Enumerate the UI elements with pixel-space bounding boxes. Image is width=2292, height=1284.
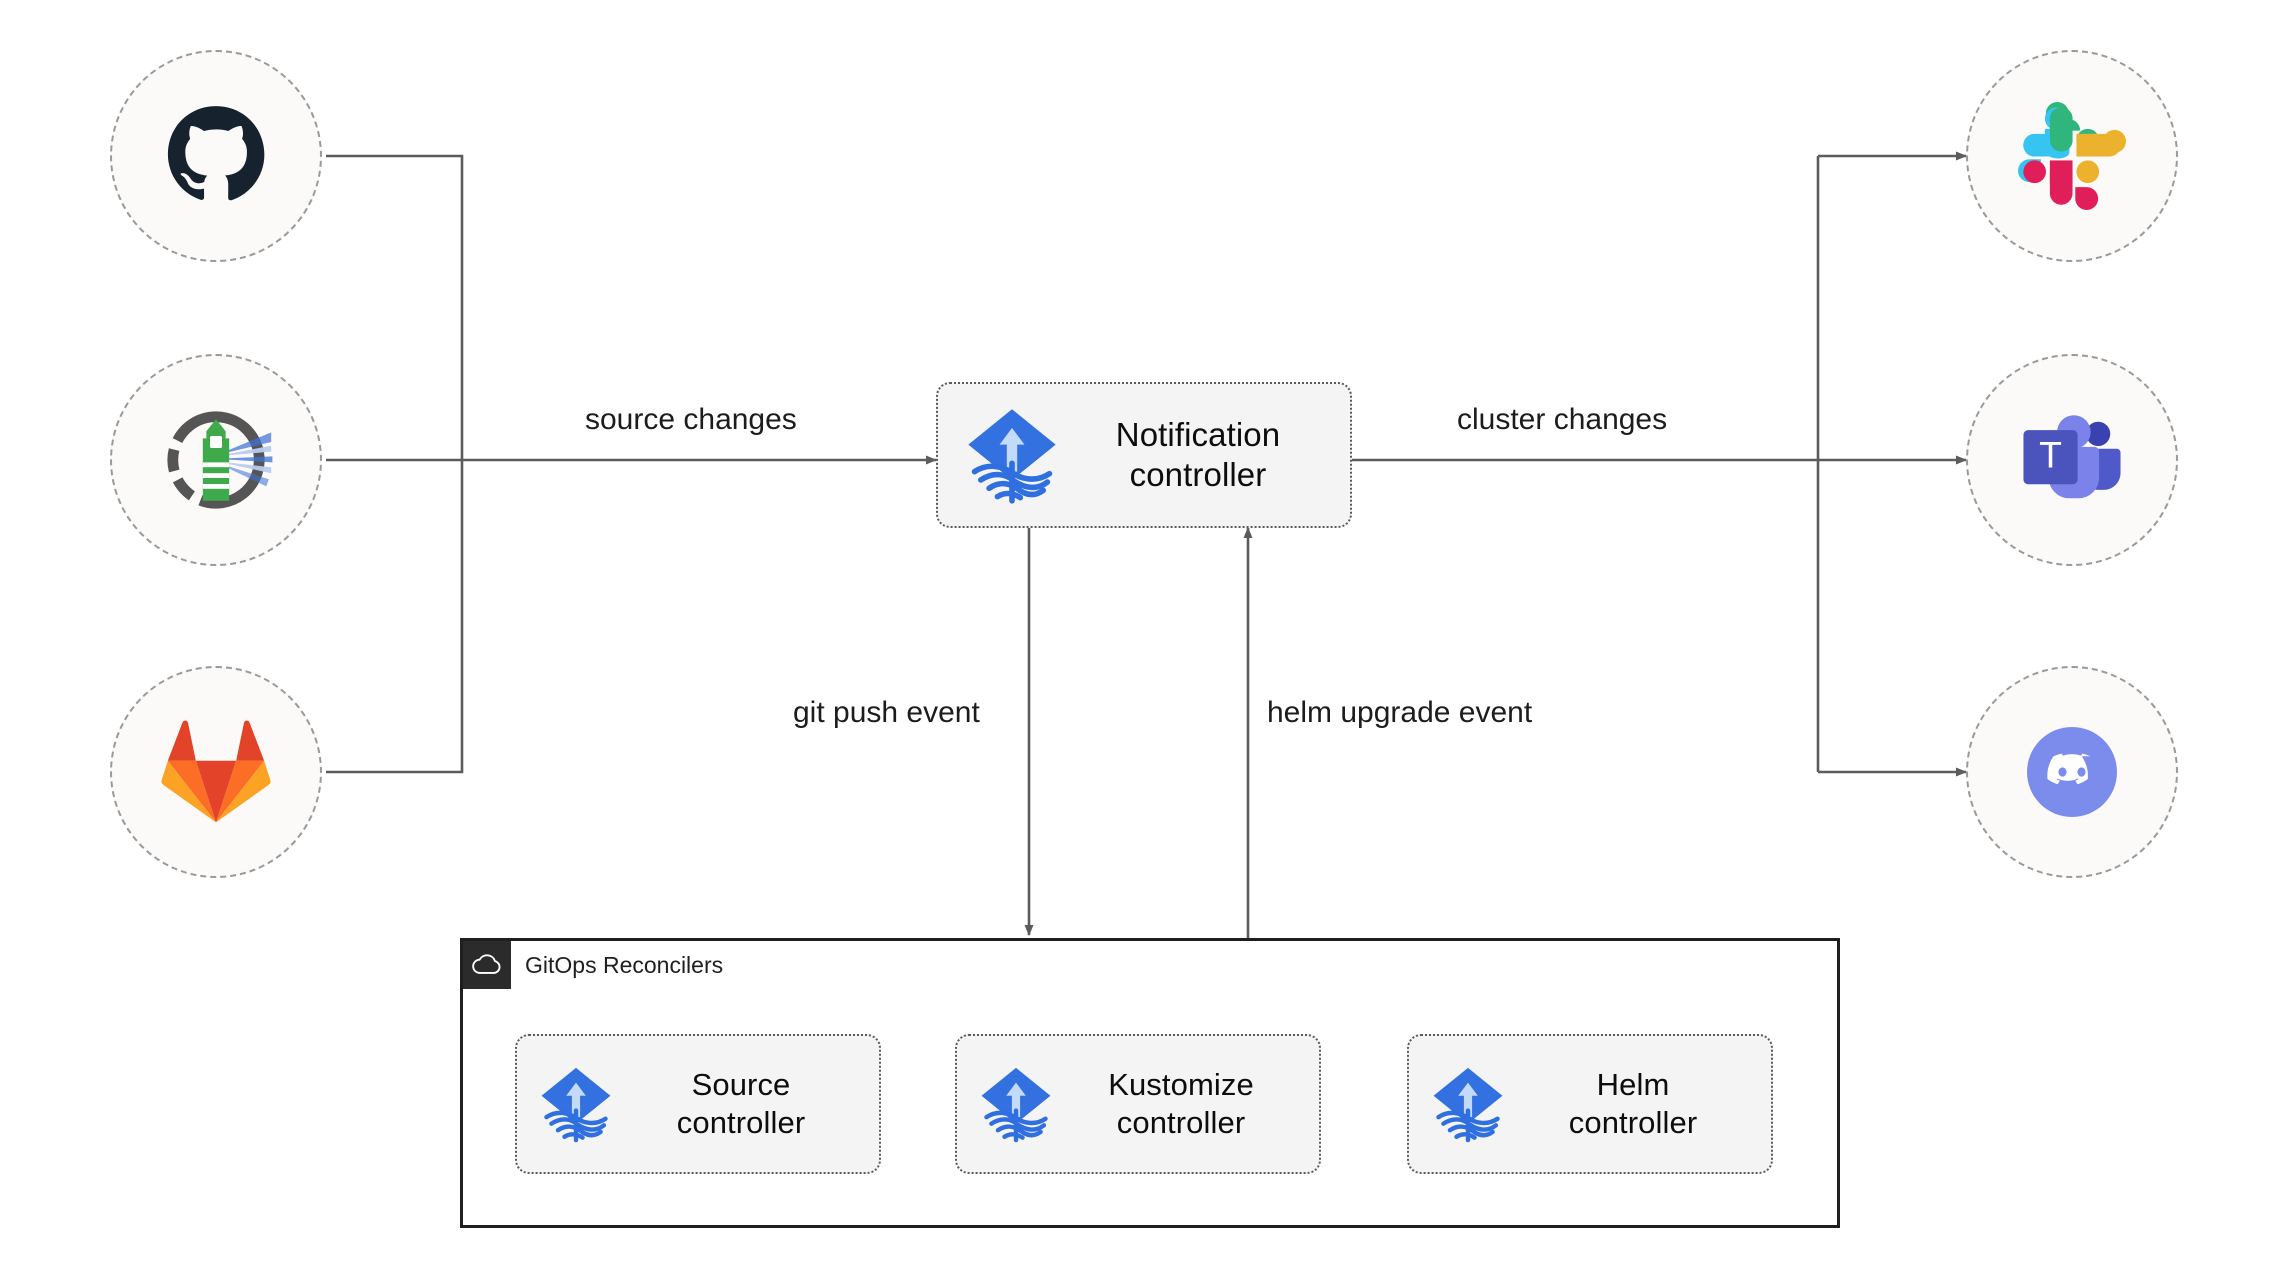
flux-logo-icon (535, 1063, 617, 1145)
notification-controller-label: Notification controller (1115, 415, 1281, 493)
source-controller-label: Source controller (676, 1067, 806, 1140)
slack-icon (2018, 102, 2126, 210)
flux-lighthouse-icon (167, 411, 273, 509)
gitops-header: GitOps Reconcilers (463, 941, 723, 989)
edge-label-helm-upgrade-event: helm upgrade event (1258, 693, 1542, 733)
gitops-reconcilers-container: GitOps Reconcilers Source controller (460, 938, 1840, 1228)
flux-logo-icon (1427, 1063, 1509, 1145)
source-node-github[interactable] (110, 50, 322, 262)
target-node-slack[interactable] (1966, 50, 2178, 262)
helm-controller-node[interactable]: Helm controller (1407, 1034, 1773, 1174)
gitlab-icon (161, 720, 271, 823)
flux-logo-icon (975, 1063, 1057, 1145)
flux-logo-icon (960, 403, 1064, 507)
svg-text:T: T (2039, 433, 2062, 475)
github-icon (167, 106, 265, 201)
edge-label-git-push-event: git push event (784, 693, 989, 733)
cloud-badge (463, 941, 511, 989)
cloud-icon (472, 954, 501, 974)
target-node-discord[interactable] (1966, 666, 2178, 878)
target-node-msteams[interactable]: T (1966, 354, 2178, 566)
source-node-flux[interactable] (110, 354, 322, 566)
edge-label-source-changes: source changes (576, 400, 806, 440)
edge-label-cluster-changes: cluster changes (1448, 400, 1677, 440)
msteams-icon: T (2023, 415, 2121, 499)
helm-controller-label: Helm controller (1568, 1067, 1698, 1140)
kustomize-controller-label: Kustomize controller (1108, 1067, 1254, 1140)
kustomize-controller-node[interactable]: Kustomize controller (955, 1034, 1321, 1174)
source-node-gitlab[interactable] (110, 666, 322, 878)
gitops-title: GitOps Reconcilers (525, 951, 724, 978)
source-controller-node[interactable]: Source controller (515, 1034, 881, 1174)
notification-controller-node[interactable]: Notification controller (936, 382, 1352, 528)
discord-icon (2027, 727, 2117, 817)
